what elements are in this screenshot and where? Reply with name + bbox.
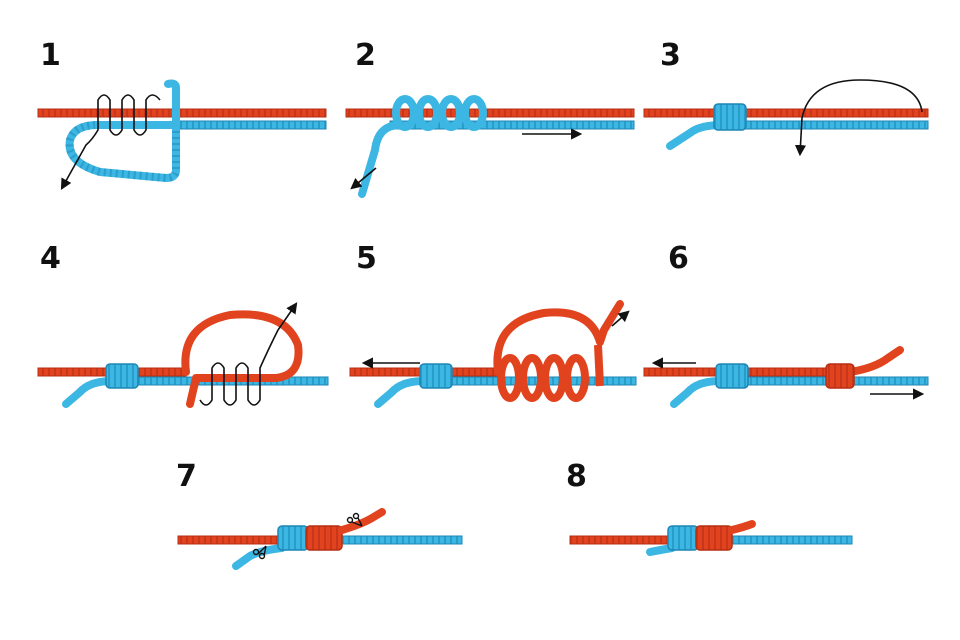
step-1: 1 xyxy=(37,38,327,190)
red-line xyxy=(569,535,681,545)
blue-knot-wraps xyxy=(667,525,699,551)
blue-tag-end xyxy=(164,79,180,129)
blue-tag-end xyxy=(374,377,428,408)
red-knot-wraps xyxy=(305,525,343,551)
red-line xyxy=(643,108,929,118)
red-tag-end xyxy=(728,520,756,534)
red-line xyxy=(177,535,289,545)
step-8: 8 xyxy=(566,459,853,556)
red-tag-end xyxy=(846,346,904,376)
wrap-path-arrow xyxy=(60,94,161,190)
scissors-icon xyxy=(346,512,363,527)
red-line xyxy=(37,108,327,118)
blue-coils xyxy=(392,95,487,131)
step-8-number: 8 xyxy=(566,459,587,494)
step-4-number: 4 xyxy=(40,241,61,276)
step-7-number: 7 xyxy=(176,459,197,494)
blue-knot-wraps xyxy=(713,103,747,131)
red-loop xyxy=(181,310,303,408)
red-line xyxy=(345,108,635,118)
step-4: 4 xyxy=(37,241,329,408)
pull-arrow-left xyxy=(350,167,377,190)
tag-arrow xyxy=(611,310,630,327)
blue-knot-wraps xyxy=(419,363,453,389)
step-3-number: 3 xyxy=(660,38,681,73)
step-6: 6 xyxy=(643,241,929,408)
scissors-icon xyxy=(252,545,267,560)
step-1-number: 1 xyxy=(40,38,61,73)
blue-knot-wraps xyxy=(105,363,139,389)
red-loop xyxy=(493,300,624,376)
red-knot-wraps xyxy=(695,525,733,551)
step-6-number: 6 xyxy=(668,241,689,276)
step-7: 7 xyxy=(176,459,463,570)
blue-knot-wraps xyxy=(277,525,309,551)
blue-tag-end xyxy=(670,377,724,408)
blue-line xyxy=(719,120,929,130)
step-3: 3 xyxy=(643,38,929,157)
red-knot-wraps xyxy=(825,363,855,389)
next-step-arrow xyxy=(794,79,923,157)
blue-tag-end xyxy=(358,121,404,198)
wrap-path-arrow xyxy=(199,302,298,406)
step-2: 2 xyxy=(345,38,635,198)
step-5-number: 5 xyxy=(356,241,377,276)
step-2-number: 2 xyxy=(355,38,376,73)
red-coils xyxy=(497,354,589,402)
blue-tag-end xyxy=(62,377,116,408)
blue-knot-wraps xyxy=(715,363,749,389)
step-5: 5 xyxy=(349,241,637,408)
blue-line xyxy=(174,120,327,130)
